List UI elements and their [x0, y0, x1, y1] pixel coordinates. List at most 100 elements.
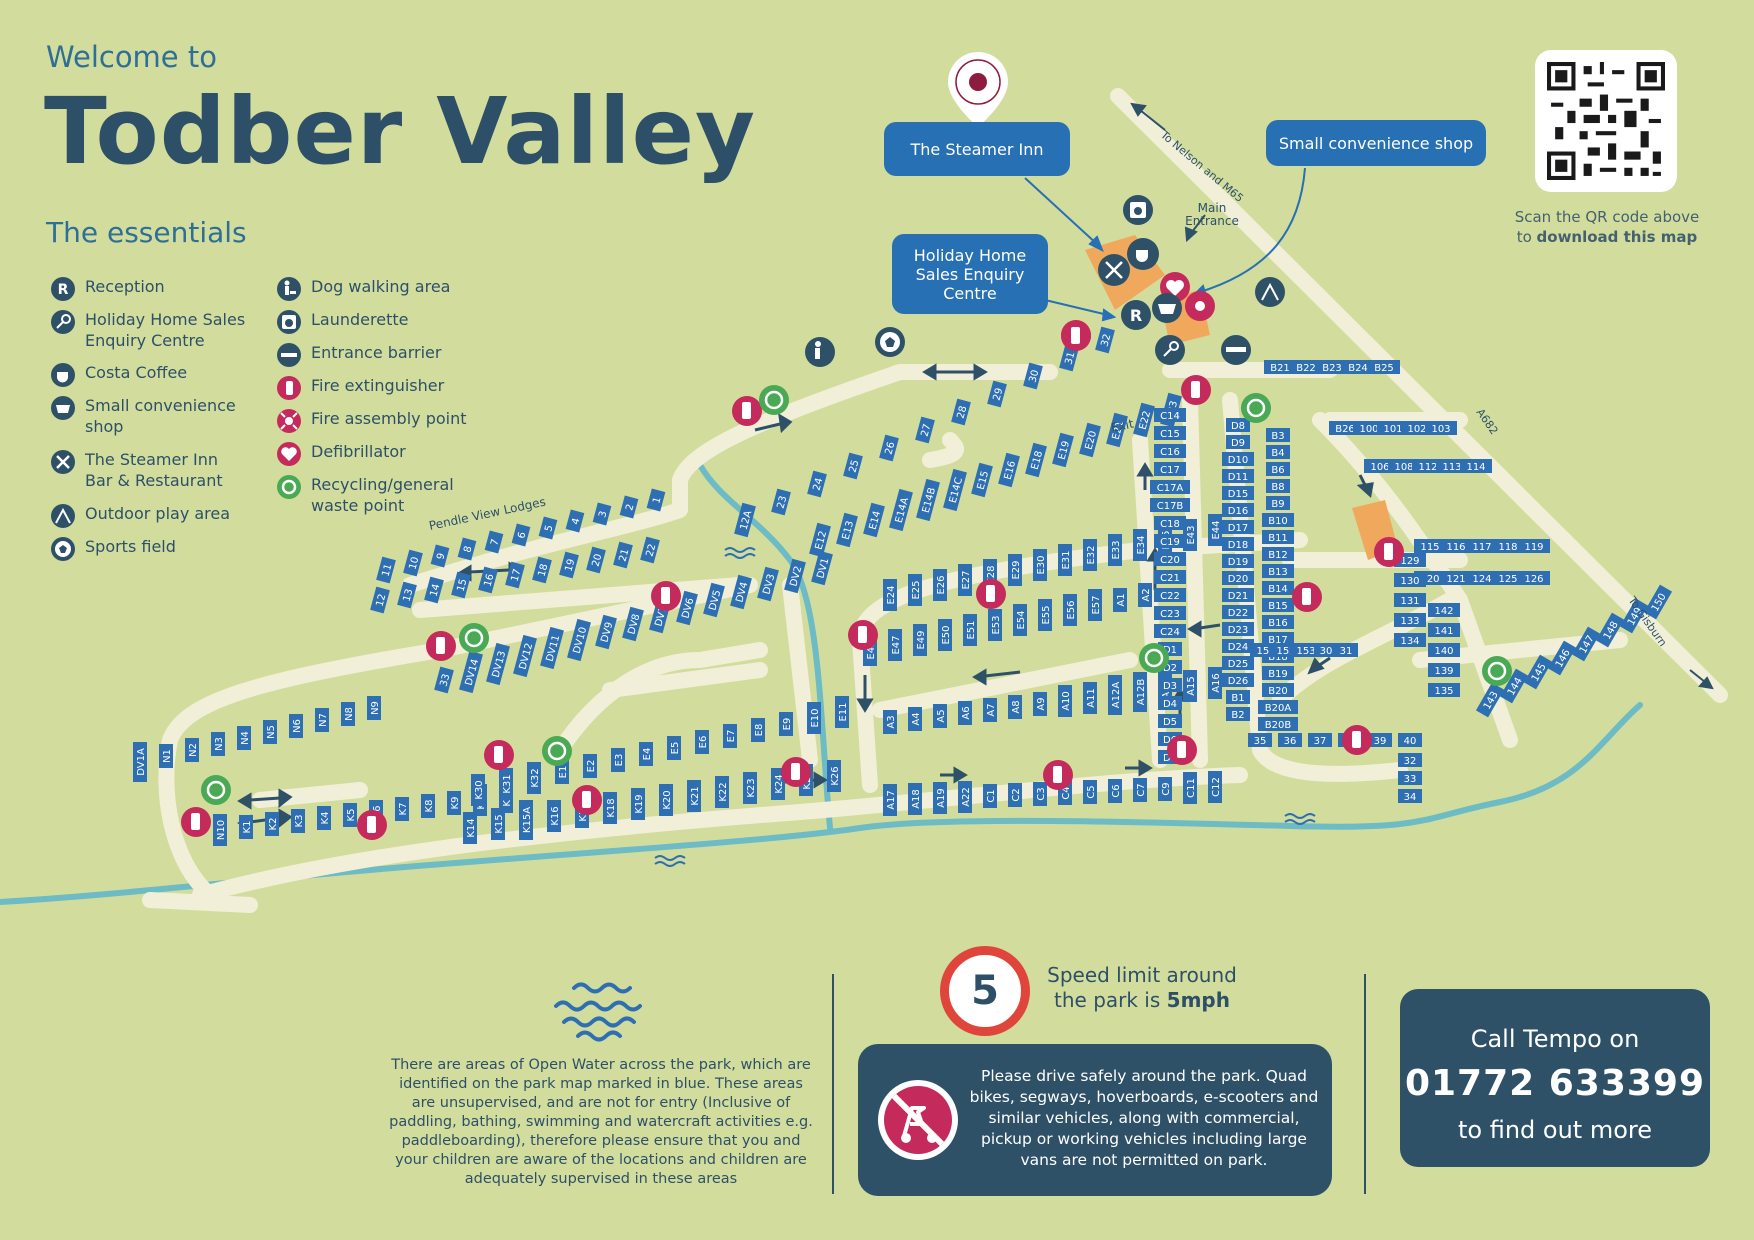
fire-extinguisher-icon[interactable]	[1061, 321, 1091, 351]
plot-box[interactable]: B17	[1262, 632, 1294, 646]
plot-box[interactable]: K21	[687, 780, 701, 812]
plot-box[interactable]: E14A	[889, 488, 913, 532]
plot-box[interactable]: C20	[1154, 552, 1186, 566]
plot-box[interactable]: E27	[958, 564, 972, 596]
plot-box[interactable]: C21	[1154, 570, 1186, 584]
recycling-icon[interactable]	[201, 775, 231, 805]
plot-box[interactable]: 103	[1425, 421, 1457, 435]
call-box[interactable]: Call Tempo on 01772 633399 to find out m…	[1400, 989, 1710, 1167]
plot-box[interactable]: 25	[843, 452, 863, 480]
plot-box[interactable]: DV6	[676, 590, 698, 626]
plot-box[interactable]: K5	[343, 803, 357, 827]
barrier-icon[interactable]	[1221, 335, 1251, 365]
plot-box[interactable]: E30	[1033, 549, 1047, 581]
plot-box[interactable]: 19	[559, 551, 579, 579]
plot-box[interactable]: D16	[1222, 503, 1254, 517]
plot-box[interactable]: A9	[1033, 692, 1047, 716]
sales-centre-callout[interactable]: Holiday Home Sales Enquiry Centre	[892, 234, 1048, 314]
plot-box[interactable]: DV8	[622, 606, 644, 642]
plot-box[interactable]: DV1	[811, 550, 833, 586]
plot-box[interactable]: B3	[1266, 428, 1290, 442]
plot-box[interactable]: 26	[879, 434, 899, 462]
costa-coffee-pin[interactable]	[948, 52, 1008, 127]
plot-box[interactable]: N10	[213, 814, 227, 846]
plot-box[interactable]: C16	[1154, 444, 1186, 458]
plot-box[interactable]: K9	[447, 791, 461, 815]
recycling-icon[interactable]	[1482, 656, 1512, 686]
phone-number[interactable]: 01772 633399	[1404, 1063, 1706, 1104]
plot-box[interactable]: 24	[807, 470, 827, 498]
plot-box[interactable]: 31	[1059, 344, 1079, 372]
plot-box[interactable]: E31	[1058, 544, 1072, 576]
plot-box[interactable]: D9	[1226, 435, 1250, 449]
plot-box[interactable]: B6	[1266, 462, 1290, 476]
plot-box[interactable]: 10	[403, 549, 423, 577]
plot-box[interactable]: K19	[631, 788, 645, 820]
plot-box[interactable]: 31	[1334, 643, 1358, 657]
plot-box[interactable]: D20	[1222, 571, 1254, 585]
plot-box[interactable]: N6	[289, 714, 303, 738]
plot-box[interactable]: B12	[1262, 547, 1294, 561]
plot-box[interactable]: A10	[1058, 685, 1072, 717]
plot-box[interactable]: E10	[807, 702, 821, 734]
plot-box[interactable]: E14B	[916, 478, 940, 522]
steamer-inn-callout[interactable]: The Steamer Inn	[884, 122, 1070, 176]
plot-box[interactable]: B20A	[1258, 700, 1298, 714]
plot-box[interactable]: 32	[1095, 326, 1115, 354]
plot-box[interactable]: 29	[987, 380, 1007, 408]
recycling-icon[interactable]	[1241, 393, 1271, 423]
plot-box[interactable]: 117	[1466, 539, 1498, 553]
plot-box[interactable]: A17	[883, 784, 897, 816]
plot-box[interactable]: A7	[983, 698, 997, 722]
football-icon[interactable]	[875, 327, 905, 357]
fire-extinguisher-icon[interactable]	[1181, 375, 1211, 405]
assembly-point-icon[interactable]	[1185, 291, 1215, 321]
plot-box[interactable]: E51	[963, 614, 977, 646]
coffee-cup-icon[interactable]	[1127, 238, 1159, 270]
plot-box[interactable]: A5	[933, 704, 947, 728]
plot-box[interactable]: C1	[983, 784, 997, 808]
plot-box[interactable]: D8	[1226, 418, 1250, 432]
plot-box[interactable]: 30	[1023, 362, 1043, 390]
plot-box[interactable]: 145	[1523, 654, 1553, 690]
plot-box[interactable]: N2	[185, 738, 199, 762]
fire-extinguisher-icon[interactable]	[976, 579, 1006, 609]
plot-box[interactable]: C24	[1154, 624, 1186, 638]
plot-box[interactable]: 2	[619, 495, 639, 519]
plot-box[interactable]: A18	[908, 783, 922, 815]
plot-box[interactable]: C11	[1183, 772, 1197, 804]
plot-box[interactable]: E13	[836, 512, 858, 548]
plot-box[interactable]: B22	[1290, 360, 1322, 374]
plot-box[interactable]: D11	[1222, 469, 1254, 483]
recycling-icon[interactable]	[759, 385, 789, 415]
plot-box[interactable]: E56	[1063, 594, 1077, 626]
plot-box[interactable]: B25	[1368, 360, 1400, 374]
plot-box[interactable]: A16	[1208, 667, 1222, 699]
plot-box[interactable]: 126	[1518, 571, 1550, 585]
plot-box[interactable]: 116	[1440, 539, 1472, 553]
plot-box[interactable]: B1	[1226, 690, 1250, 704]
plot-box[interactable]: E57	[1088, 589, 1102, 621]
plot-box[interactable]: E8	[751, 718, 765, 742]
plot-box[interactable]: 118	[1492, 539, 1524, 553]
plot-box[interactable]: K16	[547, 800, 561, 832]
plot-box[interactable]: K31	[499, 768, 513, 800]
plot-box[interactable]: K18	[603, 792, 617, 824]
plot-box[interactable]: C14	[1154, 408, 1186, 422]
swing-icon[interactable]	[1255, 277, 1285, 307]
plot-box[interactable]: N8	[341, 702, 355, 726]
plot-box[interactable]: 124	[1466, 571, 1498, 585]
plot-box[interactable]: 39	[1368, 733, 1392, 747]
plot-box[interactable]: A8	[1008, 695, 1022, 719]
plot-box[interactable]: B13	[1262, 564, 1294, 578]
plot-box[interactable]: 141	[1428, 623, 1460, 637]
plot-box[interactable]: E14C	[943, 468, 967, 512]
plot-box[interactable]: B8	[1266, 479, 1290, 493]
plot-box[interactable]: E9	[779, 712, 793, 736]
plot-box[interactable]: 18	[532, 556, 552, 584]
plot-box[interactable]: A3	[883, 710, 897, 734]
plot-box[interactable]: E1	[555, 760, 569, 784]
plot-box[interactable]: 14	[424, 576, 444, 604]
plot-box[interactable]: E14	[863, 502, 885, 538]
plot-box[interactable]: DV5	[703, 582, 725, 618]
